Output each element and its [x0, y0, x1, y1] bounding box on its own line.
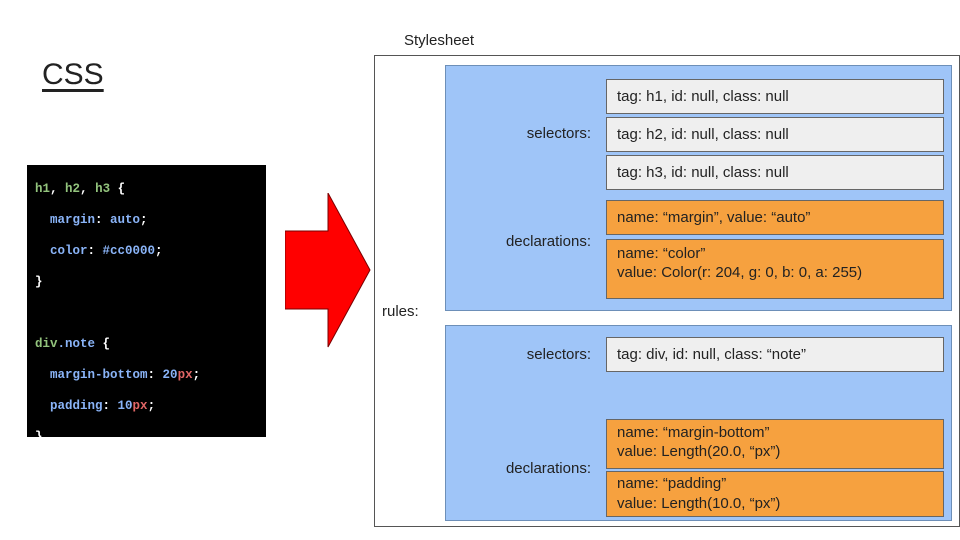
code-line: margin: auto;: [35, 205, 266, 236]
code-line: color: #cc0000;: [35, 236, 266, 267]
declaration-value: value: Length(10.0, “px”): [617, 495, 781, 512]
code-token: ;: [147, 399, 156, 413]
declaration-box: name: “margin”, value: “auto”: [606, 200, 944, 235]
code-token: {: [95, 337, 111, 351]
selector-box: tag: h2, id: null, class: null: [606, 117, 944, 152]
code-token: :: [147, 368, 163, 382]
declaration-value: value: Length(20.0, “px”): [617, 443, 781, 460]
stylesheet-label: Stylesheet: [404, 32, 475, 49]
code-token: :: [102, 399, 118, 413]
code-token: ;: [140, 213, 148, 227]
declaration-name: name: “color”: [617, 245, 706, 262]
code-token: :: [87, 244, 103, 258]
selectors-label: selectors:: [526, 346, 591, 363]
selectors-label: selectors:: [526, 125, 591, 142]
css-code-block: h1, h2, h3 { margin: auto; color: #cc000…: [27, 165, 266, 444]
declarations-label: declarations:: [505, 233, 591, 250]
code-line: div.note {: [35, 329, 266, 360]
code-token: px: [177, 368, 193, 382]
code-line: h1, h2, h3 {: [35, 174, 266, 205]
code-token: 20: [162, 368, 178, 382]
code-token: padding: [35, 399, 103, 413]
code-token: margin-bottom: [35, 368, 148, 382]
code-token: color: [35, 244, 88, 258]
selector-box: tag: h1, id: null, class: null: [606, 79, 944, 114]
code-token: {: [110, 182, 126, 196]
code-token: ;: [192, 368, 201, 382]
declaration-name: name: “padding”: [617, 475, 727, 492]
declarations-label: declarations:: [505, 460, 591, 477]
code-token: .note: [57, 337, 96, 351]
code-token: ;: [155, 244, 163, 258]
declaration-value: value: Color(r: 204, g: 0, b: 0, a: 255): [617, 264, 863, 281]
declaration-box: name: “margin-bottom” value: Length(20.0…: [606, 419, 944, 469]
code-token: h1: [35, 182, 51, 196]
code-token: auto: [110, 213, 141, 227]
code-token: ,: [50, 182, 66, 196]
code-token: }: [35, 275, 43, 289]
code-line: }: [35, 267, 266, 298]
code-line: [35, 298, 266, 329]
code-token: margin: [35, 213, 96, 227]
code-token: h3: [95, 182, 111, 196]
code-line: padding: 10px;: [35, 391, 266, 422]
parse-arrow-icon: [285, 193, 371, 348]
declaration-box: name: “padding” value: Length(10.0, “px”…: [606, 471, 944, 517]
slide-title: CSS: [42, 58, 104, 91]
code-token: 10: [117, 399, 133, 413]
code-token: div: [35, 337, 58, 351]
code-token: #cc0000: [102, 244, 156, 258]
code-line: margin-bottom: 20px;: [35, 360, 266, 391]
code-token: px: [132, 399, 148, 413]
code-token: :: [95, 213, 111, 227]
selector-box: tag: div, id: null, class: “note”: [606, 337, 944, 372]
code-line: }: [35, 422, 266, 453]
declaration-box: name: “color” value: Color(r: 204, g: 0,…: [606, 239, 944, 299]
code-token: h2: [65, 182, 81, 196]
declaration-name: name: “margin-bottom”: [617, 424, 770, 441]
rules-label: rules:: [382, 303, 419, 320]
selector-box: tag: h3, id: null, class: null: [606, 155, 944, 190]
code-token: ,: [80, 182, 96, 196]
code-token: }: [35, 430, 43, 444]
